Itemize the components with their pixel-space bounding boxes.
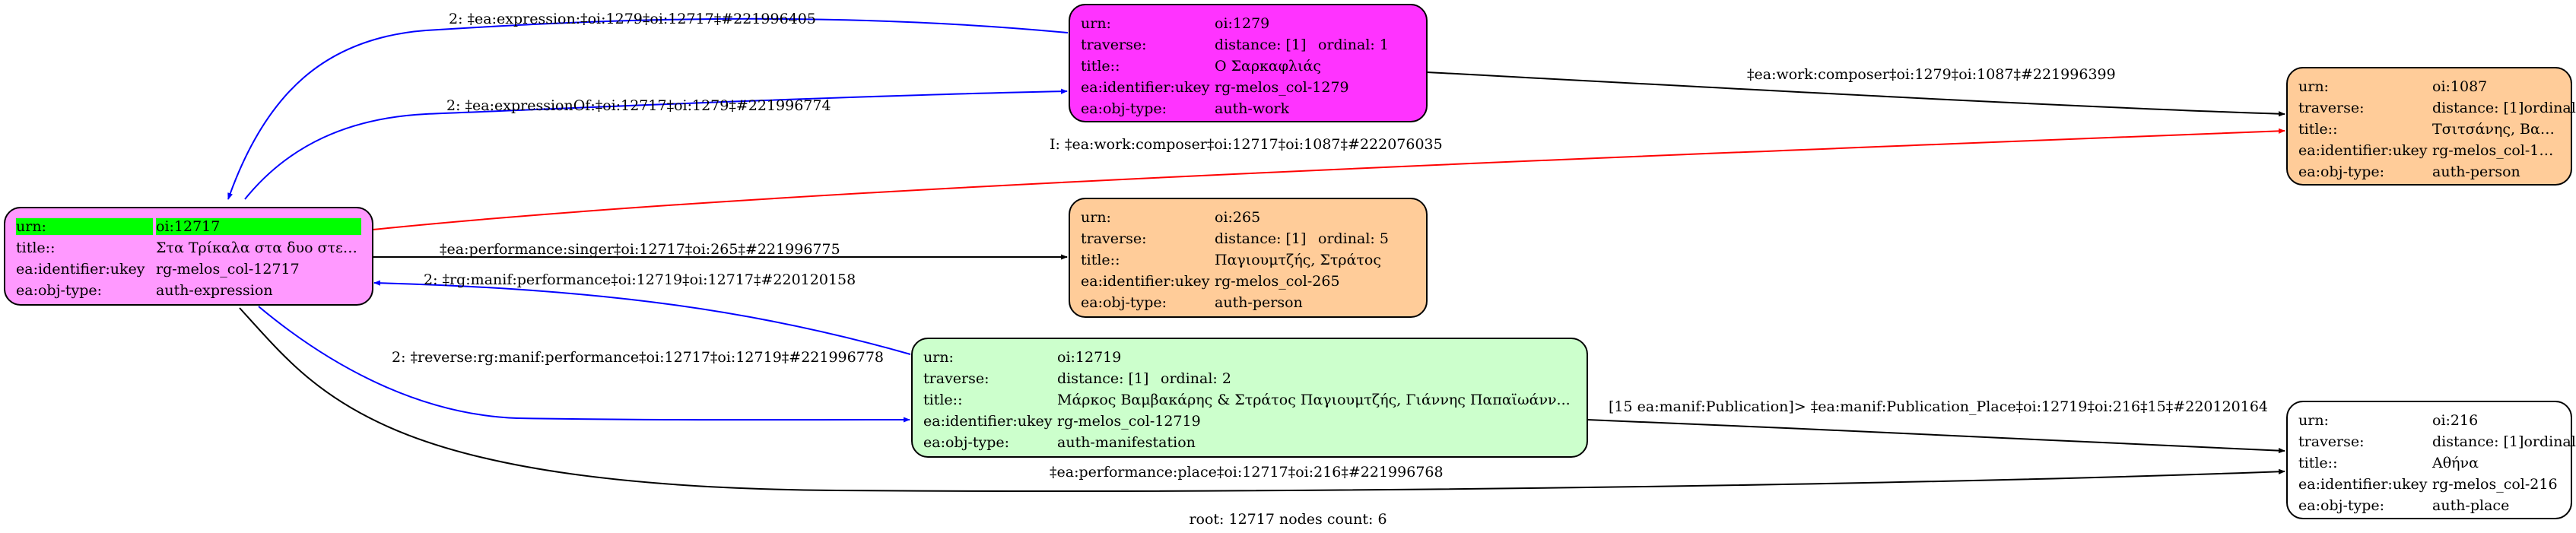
edge-performance-place — [239, 307, 2285, 492]
obj-type-key: ea:obj-type: — [1081, 294, 1167, 311]
urn-value: oi:1087 — [2432, 78, 2488, 95]
urn-value: oi:12717 — [156, 218, 361, 235]
title-key: title:: — [2298, 455, 2338, 471]
obj-type-key: ea:obj-type: — [1081, 100, 1167, 117]
title-key: title:: — [1081, 58, 1120, 75]
obj-type-value: auth-expression — [156, 282, 273, 299]
obj-type-key: ea:obj-type: — [923, 434, 1010, 451]
edge-label-performance-place: ‡ea:performance:place‡oi:12717‡oi:216‡#2… — [1050, 464, 1444, 481]
identifier-key: ea:identifier:ukey — [923, 413, 1053, 430]
identifier-key: ea:identifier:ukey — [1081, 79, 1210, 96]
obj-type-value: auth-person — [2432, 163, 2520, 180]
identifier-value: rg-melos_col-12719 — [1057, 413, 1201, 430]
node-12719[interactable]: urn: oi:12719 traverse: distance: [1] ordin… — [911, 338, 1588, 458]
edge-label-publication-place: [15 ea:manif:Publication]> ‡ea:manif:Pub… — [1609, 398, 2268, 415]
traverse-key: traverse: — [2298, 433, 2365, 450]
title-value: Στα Τρίκαλα στα δυο στενά — [156, 240, 361, 256]
obj-type-value: auth-manifestation — [1057, 434, 1196, 451]
obj-type-key: ea:obj-type: — [2298, 163, 2385, 180]
urn-key: urn: — [16, 218, 153, 235]
edge-expressionOf — [244, 88, 1068, 200]
edge-publication-place — [1587, 419, 2285, 454]
identifier-key: ea:identifier:ukey — [2298, 476, 2428, 493]
title-key: title:: — [1081, 252, 1120, 268]
node-12717-root[interactable]: urn:oi:12717 title::Στα Τρίκαλα στα δυο … — [4, 207, 373, 306]
edge-label-singer: ‡ea:performance:singer‡oi:12717‡oi:265‡#… — [440, 241, 840, 258]
edge-manif-performance — [373, 280, 911, 355]
urn-key: urn: — [1081, 209, 1111, 226]
edge-label-reverse-manif: 2: ‡reverse:rg:manif:performance‡oi:1271… — [392, 349, 884, 366]
title-key: title:: — [16, 240, 56, 256]
edge-work-composer-1279 — [1426, 71, 2285, 117]
node-265[interactable]: urn: oi:265 traverse: distance: [1] ordinal… — [1069, 198, 1428, 318]
obj-type-value: auth-person — [1215, 294, 1303, 311]
node-1087[interactable]: urn: oi:1087 traverse: distance: [1]ordina… — [2286, 67, 2576, 186]
urn-key: urn: — [2298, 412, 2329, 429]
urn-key: urn: — [2298, 78, 2329, 95]
title-key: title:: — [923, 392, 963, 408]
obj-type-key: ea:obj-type: — [16, 282, 103, 299]
edge-label-work-composer-1279: ‡ea:work:composer‡oi:1279‡oi:1087‡#22199… — [1747, 66, 2116, 83]
urn-value: oi:265 — [1215, 209, 1261, 226]
distance-value: distance: [1] — [2432, 433, 2524, 450]
distance-value: distance: [1] — [1057, 370, 1149, 387]
identifier-key: ea:identifier:ukey — [2298, 142, 2428, 159]
urn-value: oi:1279 — [1215, 15, 1270, 32]
title-value: Παγιουμτζής, Στράτος — [1215, 252, 1381, 268]
node-1279[interactable]: urn: oi:1279 traverse: distance: [1] ordina… — [1069, 4, 1428, 122]
identifier-key: ea:identifier:ukey — [16, 261, 145, 278]
edge-label-manif-performance: 2: ‡rg:manif:performance‡oi:12719‡oi:127… — [424, 271, 856, 288]
traverse-key: traverse: — [1081, 36, 1147, 53]
urn-value: oi:216 — [2432, 412, 2479, 429]
identifier-value: rg-melos_col-1087 — [2432, 142, 2560, 159]
distance-value: distance: [1] — [2432, 100, 2524, 116]
edge-label-work-composer-12717: I: ‡ea:work:composer‡oi:12717‡oi:1087‡#2… — [1050, 136, 1443, 153]
distance-value: distance: [1] — [1215, 36, 1307, 53]
obj-type-value: auth-work — [1215, 100, 1290, 117]
distance-value: distance: [1] — [1215, 230, 1307, 247]
edge-label-expressionOf: 2: ‡ea:expressionOf:‡oi:12717‡oi:1279‡#2… — [446, 97, 831, 114]
ordinal-value: ordinal: 1 — [1318, 36, 1389, 53]
edge-expression — [227, 17, 1069, 200]
ordinal-value: ordinal: 5 — [1318, 230, 1389, 247]
title-value: Ο Σαρκαφλιάς — [1215, 58, 1322, 75]
graph-footer: root: 12717 nodes count: 6 — [1189, 511, 1387, 528]
traverse-key: traverse: — [2298, 100, 2365, 116]
urn-key: urn: — [1081, 15, 1111, 32]
ordinal-value: ordinal: 4 — [2524, 100, 2576, 116]
title-value: Τσιτσάνης, Βασίλης — [2432, 121, 2560, 138]
identifier-value: rg-melos_col-265 — [1215, 273, 1340, 290]
ordinal-value: ordinal: 2 — [1161, 370, 1231, 387]
obj-type-key: ea:obj-type: — [2298, 497, 2385, 514]
title-value: Μάρκος Βαμβακάρης & Στράτος Παγιουμτζής,… — [1057, 392, 1571, 408]
title-value: Αθήνα — [2432, 455, 2479, 471]
traverse-key: traverse: — [1081, 230, 1147, 247]
identifier-value: rg-melos_col-216 — [2432, 476, 2558, 493]
edge-reverse-manif — [258, 306, 910, 423]
traverse-key: traverse: — [923, 370, 989, 387]
urn-key: urn: — [923, 349, 954, 366]
edge-label-expression: 2: ‡ea:expression:‡oi:1279‡oi:12717‡#221… — [449, 11, 816, 27]
identifier-value: rg-melos_col-1279 — [1215, 79, 1349, 96]
urn-value: oi:12719 — [1057, 349, 1122, 366]
identifier-key: ea:identifier:ukey — [1081, 273, 1210, 290]
title-key: title:: — [2298, 121, 2338, 138]
edge-work-composer-12717 — [372, 128, 2285, 230]
identifier-value: rg-melos_col-12717 — [156, 261, 300, 278]
ordinal-value: ordinal: 3 — [2524, 433, 2576, 450]
node-216[interactable]: urn: oi:216 traverse: distance: [1]ordinal… — [2286, 401, 2576, 519]
